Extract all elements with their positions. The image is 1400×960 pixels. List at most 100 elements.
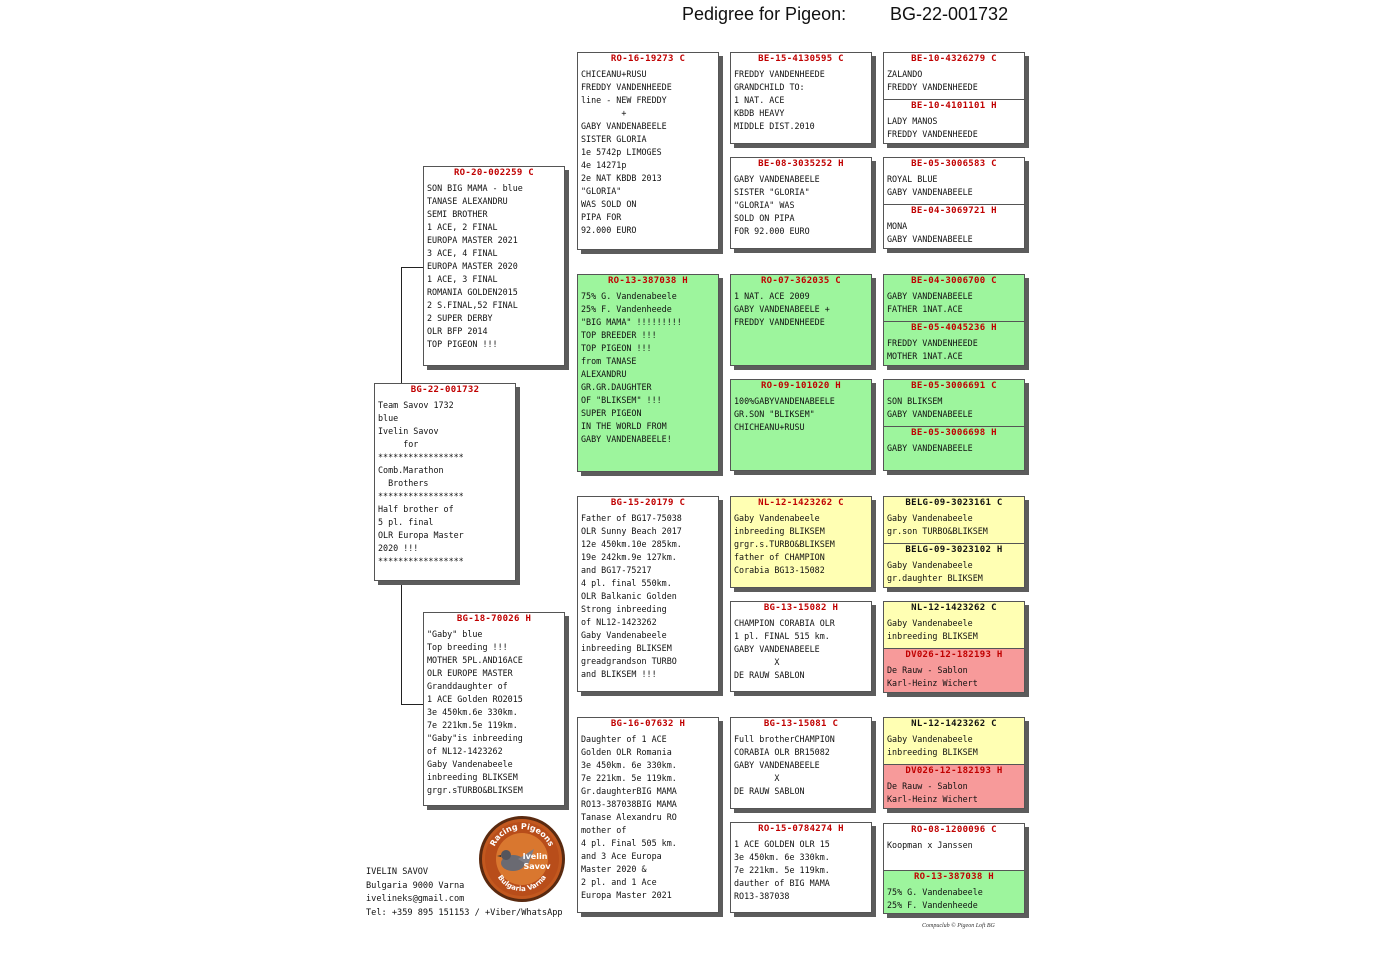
pigeon-notes: GABY VANDENABEELE bbox=[887, 443, 973, 453]
pigeon-card-gen3[interactable]: NL-12-1423262 C Gaby Vandenabeele inbree… bbox=[730, 496, 872, 588]
pigeon-pair-gen4: NL-12-1423262 C Gaby Vandenabeele inbree… bbox=[883, 717, 1025, 809]
pigeon-card-gen4[interactable]: NL-12-1423262 C Gaby Vandenabeele inbree… bbox=[884, 718, 1024, 764]
pigeon-card-gen4[interactable]: BE-05-3006691 C SON BLIKSEM GABY VANDENA… bbox=[884, 380, 1024, 426]
pigeon-card-gen4[interactable]: BE-05-3006698 H GABY VANDENABEELE bbox=[884, 426, 1024, 470]
ring-number: NL-12-1423262 C bbox=[758, 498, 844, 508]
title-prefix: Pedigree for Pigeon: bbox=[682, 4, 847, 24]
pigeon-card-gen4[interactable]: RO-13-387038 H 75% G. Vandenabeele 25% F… bbox=[884, 870, 1024, 913]
ring-number: NL-12-1423262 C bbox=[911, 719, 997, 729]
pigeon-card-gen4[interactable]: BELG-09-3023161 C Gaby Vandenabeele gr.s… bbox=[884, 497, 1024, 543]
connector-line bbox=[401, 267, 402, 384]
ring-number: NL-12-1423262 C bbox=[911, 603, 997, 613]
pigeon-notes: CHICEANU+RUSU FREDDY VANDENHEEDE line - … bbox=[581, 69, 672, 235]
software-credit: Compuclub © Pigeon Loft BG bbox=[922, 923, 995, 929]
pigeon-card-gen4[interactable]: NL-12-1423262 C Gaby Vandenabeele inbree… bbox=[884, 602, 1024, 648]
pigeon-notes: Koopman x Janssen bbox=[887, 840, 973, 850]
pigeon-pair-gen4: BE-05-3006583 C ROYAL BLUE GABY VANDENAB… bbox=[883, 157, 1025, 249]
pigeon-notes: De Rauw - Sablon Karl-Heinz Wichert bbox=[887, 781, 978, 804]
pigeon-notes: 75% G. Vandenabeele 25% F. Vandenheede bbox=[887, 887, 983, 910]
pigeon-notes: ZALANDO FREDDY VANDENHEEDE bbox=[887, 69, 978, 92]
pigeon-card-gen3[interactable]: BG-13-15082 H CHAMPION CORABIA OLR 1 pl.… bbox=[730, 601, 872, 692]
ring-number: DV026-12-182193 H bbox=[905, 650, 1003, 660]
pigeon-pair-gen4: BE-04-3006700 C GABY VANDENABEELE FATHER… bbox=[883, 274, 1025, 366]
pigeon-notes: Gaby Vandenabeele gr.daughter BLIKSEM bbox=[887, 560, 983, 583]
pigeon-pair-gen4: RO-08-1200096 C Koopman x Janssen RO-13-… bbox=[883, 823, 1025, 914]
ring-number: RO-13-387038 H bbox=[607, 276, 689, 286]
pigeon-notes: Gaby Vandenabeele inbreeding BLIKSEM bbox=[887, 734, 978, 757]
pigeon-logo-icon: Racing Pigeons Bulgaria Varna Ivelin Sav… bbox=[485, 822, 559, 896]
pigeon-card-dam[interactable]: BG-18-70026 H "Gaby" blue Top breeding !… bbox=[423, 612, 565, 806]
pigeon-card-gen2[interactable]: RO-16-19273 C CHICEANU+RUSU FREDDY VANDE… bbox=[577, 52, 719, 250]
pigeon-notes: GABY VANDENABEELE SISTER "GLORIA" "GLORI… bbox=[734, 174, 820, 236]
pigeon-pair-gen4: BE-10-4326279 C ZALANDO FREDDY VANDENHEE… bbox=[883, 52, 1025, 144]
pigeon-notes: FREDDY VANDENHEEDE MOTHER 1NAT.ACE bbox=[887, 338, 978, 361]
ring-number: BE-05-4045236 H bbox=[911, 323, 997, 333]
pigeon-notes: 100%GABYVANDENABEELE GR.SON "BLIKSEM" CH… bbox=[734, 396, 835, 432]
pigeon-card-gen3[interactable]: BE-08-3035252 H GABY VANDENABEELE SISTER… bbox=[730, 157, 872, 249]
ring-number: RO-16-19273 C bbox=[610, 54, 686, 64]
ring-number: RO-20-002259 C bbox=[453, 168, 535, 178]
ring-number: BG-22-001732 bbox=[410, 385, 480, 395]
pigeon-card-gen3[interactable]: RO-07-362035 C 1 NAT. ACE 2009 GABY VAND… bbox=[730, 274, 872, 366]
ring-number: BE-15-4130595 C bbox=[758, 54, 844, 64]
pigeon-card-gen4[interactable]: BELG-09-3023102 H Gaby Vandenabeele gr.d… bbox=[884, 543, 1024, 587]
pigeon-card-gen3[interactable]: BG-13-15081 C Full brotherCHAMPION CORAB… bbox=[730, 717, 872, 809]
pigeon-notes: ROYAL BLUE GABY VANDENABEELE bbox=[887, 174, 973, 197]
pigeon-notes: 1 NAT. ACE 2009 GABY VANDENABEELE + FRED… bbox=[734, 291, 830, 327]
ring-number: BE-05-3006691 C bbox=[911, 381, 997, 391]
pigeon-card-gen3[interactable]: BE-15-4130595 C FREDDY VANDENHEEDE GRAND… bbox=[730, 52, 872, 144]
ring-number: RO-13-387038 H bbox=[913, 872, 995, 882]
pigeon-card-sire[interactable]: RO-20-002259 C SON BIG MAMA - blue TANAS… bbox=[423, 166, 565, 366]
pigeon-card-gen4[interactable]: RO-08-1200096 C Koopman x Janssen bbox=[884, 824, 1024, 870]
ring-number: RO-15-0784274 H bbox=[758, 824, 844, 834]
ring-number: BG-18-70026 H bbox=[456, 614, 532, 624]
pigeon-card-gen2[interactable]: BG-16-07632 H Daughter of 1 ACE Golden O… bbox=[577, 717, 719, 913]
pigeon-card-gen4[interactable]: BE-05-3006583 C ROYAL BLUE GABY VANDENAB… bbox=[884, 158, 1024, 204]
pigeon-card-gen4[interactable]: BE-04-3069721 H MONA GABY VANDENABEELE bbox=[884, 204, 1024, 248]
logo-name-line2: Savov bbox=[523, 862, 551, 871]
pigeon-notes: De Rauw - Sablon Karl-Heinz Wichert bbox=[887, 665, 978, 688]
pigeon-card-gen3[interactable]: RO-09-101020 H 100%GABYVANDENABEELE GR.S… bbox=[730, 379, 872, 471]
pigeon-notes: MONA GABY VANDENABEELE bbox=[887, 221, 973, 244]
connector-line bbox=[401, 267, 423, 268]
pigeon-notes: Team Savov 1732 blue Ivelin Savov for **… bbox=[378, 400, 464, 566]
pigeon-pair-gen4: BELG-09-3023161 C Gaby Vandenabeele gr.s… bbox=[883, 496, 1025, 588]
pigeon-card-gen4[interactable]: BE-05-4045236 H FREDDY VANDENHEEDE MOTHE… bbox=[884, 321, 1024, 365]
ring-number: BE-04-3006700 C bbox=[911, 276, 997, 286]
pigeon-notes: "Gaby" blue Top breeding !!! MOTHER 5PL.… bbox=[427, 629, 523, 795]
connector-line bbox=[401, 581, 402, 704]
ring-number: BG-16-07632 H bbox=[610, 719, 686, 729]
pigeon-card-gen4[interactable]: BE-04-3006700 C GABY VANDENABEELE FATHER… bbox=[884, 275, 1024, 321]
pigeon-notes: 75% G. Vandenabeele 25% F. Vandenheede "… bbox=[581, 291, 682, 444]
ring-number: BE-08-3035252 H bbox=[758, 159, 844, 169]
ring-number: BG-15-20179 C bbox=[610, 498, 686, 508]
pigeon-notes: Gaby Vandenabeele inbreeding BLIKSEM bbox=[887, 618, 978, 641]
pigeon-notes: Gaby Vandenabeele inbreeding BLIKSEM grg… bbox=[734, 513, 835, 575]
pigeon-notes: GABY VANDENABEELE FATHER 1NAT.ACE bbox=[887, 291, 973, 314]
ring-number: DV026-12-182193 H bbox=[905, 766, 1003, 776]
pigeon-notes: Gaby Vandenabeele gr.son TURBO&BLIKSEM bbox=[887, 513, 988, 536]
pigeon-notes: Full brotherCHAMPION CORABIA OLR BR15082… bbox=[734, 734, 835, 796]
pigeon-card-gen4[interactable]: BE-10-4101101 H LADY MANOS FREDDY VANDEN… bbox=[884, 99, 1024, 143]
ring-number: BG-13-15082 H bbox=[763, 603, 839, 613]
pigeon-notes: FREDDY VANDENHEEDE GRANDCHILD TO: 1 NAT.… bbox=[734, 69, 825, 131]
pigeon-notes: Father of BG17-75038 OLR Sunny Beach 201… bbox=[581, 513, 682, 679]
pigeon-card-gen2[interactable]: BG-15-20179 C Father of BG17-75038 OLR S… bbox=[577, 496, 719, 692]
ring-number: RO-08-1200096 C bbox=[911, 825, 997, 835]
pigeon-pair-gen4: NL-12-1423262 C Gaby Vandenabeele inbree… bbox=[883, 601, 1025, 693]
ring-number: BELG-09-3023161 C bbox=[905, 498, 1003, 508]
pigeon-notes: SON BLIKSEM GABY VANDENABEELE bbox=[887, 396, 973, 419]
pigeon-notes: Daughter of 1 ACE Golden OLR Romania 3e … bbox=[581, 734, 677, 900]
pigeon-notes: CHAMPION CORABIA OLR 1 pl. FINAL 515 km.… bbox=[734, 618, 835, 680]
pigeon-card-gen2[interactable]: RO-13-387038 H 75% G. Vandenabeele 25% F… bbox=[577, 274, 719, 472]
pigeon-card-gen4[interactable]: DV026-12-182193 H De Rauw - Sablon Karl-… bbox=[884, 764, 1024, 808]
pigeon-card-gen4[interactable]: DV026-12-182193 H De Rauw - Sablon Karl-… bbox=[884, 648, 1024, 692]
ring-number: BE-04-3069721 H bbox=[911, 206, 997, 216]
pigeon-card-subject[interactable]: BG-22-001732 Team Savov 1732 blue Ivelin… bbox=[374, 383, 516, 581]
pigeon-notes: LADY MANOS FREDDY VANDENHEEDE bbox=[887, 116, 978, 139]
pigeon-card-gen3[interactable]: RO-15-0784274 H 1 ACE GOLDEN OLR 15 3e 4… bbox=[730, 822, 872, 913]
ring-number: BELG-09-3023102 H bbox=[905, 545, 1003, 555]
pigeon-notes: 1 ACE GOLDEN OLR 15 3e 450km. 6e 330km. … bbox=[734, 839, 830, 901]
ring-number: BE-10-4101101 H bbox=[911, 101, 997, 111]
pigeon-card-gen4[interactable]: BE-10-4326279 C ZALANDO FREDDY VANDENHEE… bbox=[884, 53, 1024, 99]
